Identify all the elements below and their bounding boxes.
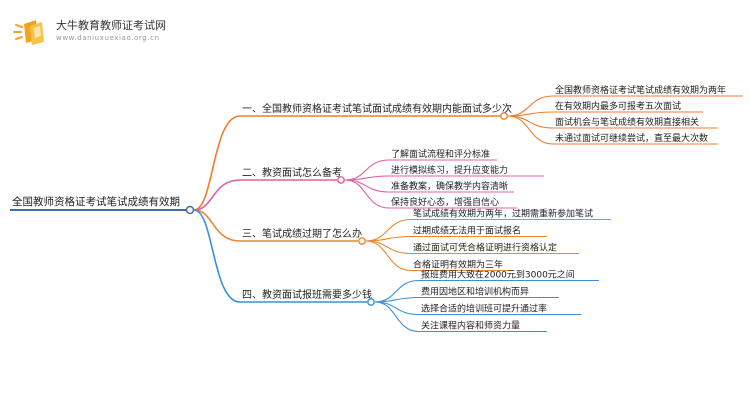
- leaf-text: 通过面试可凭合格证明进行资格认定: [413, 242, 557, 254]
- leaf-text: 笔试成绩有效期为两年，过期需重新参加笔试: [413, 208, 593, 220]
- leaf-connector: [374, 301, 420, 333]
- site-url: www.daniuxuexiao.org.cn: [56, 34, 160, 42]
- leaf-connector: [374, 301, 420, 316]
- leaf-text: 准备教案，确保教学内容清晰: [391, 180, 508, 192]
- leaf-connector: [365, 240, 412, 272]
- leaf-connector: [507, 115, 554, 145]
- leaf-connector: [344, 175, 390, 181]
- site-title: 大牛教育教师证考试网: [56, 19, 166, 32]
- leaf-text: 保持良好心态，增强自信心: [391, 196, 499, 208]
- leaf-text: 报班费用大致在2000元到3000元之间: [421, 269, 575, 281]
- leaf-text: 进行模拟练习，提升应变能力: [391, 164, 508, 176]
- leaf-text: 过期成绩无法用于面试报名: [413, 225, 521, 237]
- leaf-text: 在有效期内最多可报考五次面试: [555, 100, 681, 112]
- leaf-connector: [507, 95, 554, 117]
- leaf-connector: [344, 179, 390, 209]
- leaf-connector: [344, 159, 390, 181]
- branch-label: 四、教资面试报班需要多少钱: [242, 288, 372, 301]
- branch-connector: [193, 209, 241, 303]
- leaf-text: 了解面试流程和评分标准: [391, 148, 490, 160]
- leaf-text: 面试机会与笔试成绩有效期直接相关: [555, 116, 699, 128]
- leaf-text: 费用因地区和培训机构而异: [421, 286, 529, 298]
- leaf-text: 关注课程内容和师资力量: [421, 320, 520, 332]
- branch-node: [367, 298, 375, 306]
- branch-connector: [193, 179, 241, 211]
- leaf-connector: [507, 115, 554, 129]
- leaf-connector: [365, 240, 412, 255]
- leaf-connector: [365, 235, 412, 242]
- root-topic: 全国教师资格证考试笔试成绩有效期: [12, 195, 180, 208]
- branch-node: [500, 112, 508, 120]
- branch-label: 二、教资面试怎么备考: [242, 166, 342, 179]
- logo-icon: [13, 20, 44, 45]
- leaf-text: 选择合适的培训班可提升通过率: [421, 303, 547, 315]
- branch-node: [358, 237, 366, 245]
- branch-connector: [193, 115, 241, 211]
- leaf-connector: [344, 179, 390, 193]
- branch-label: 三、笔试成绩过期了怎么办: [242, 227, 362, 240]
- leaf-text: 未通过面试可继续尝试，直至最大次数: [555, 132, 708, 144]
- leaf-connector: [374, 296, 420, 303]
- branch-label: 一、全国教师资格证考试笔试面试成绩有效期内能面试多少次: [242, 102, 512, 115]
- leaf-connector: [507, 111, 554, 117]
- leaf-connector: [365, 218, 412, 242]
- branch-node: [337, 176, 345, 184]
- leaf-connector: [374, 279, 420, 303]
- site-header: 大牛教育教师证考试网 www.daniuxuexiao.org.cn: [12, 14, 212, 48]
- leaf-text: 合格证明有效期为三年: [413, 259, 503, 271]
- root-node: [185, 205, 195, 215]
- branch-connector: [193, 209, 241, 242]
- leaf-text: 全国教师资格证考试笔试成绩有效期为两年: [555, 84, 726, 96]
